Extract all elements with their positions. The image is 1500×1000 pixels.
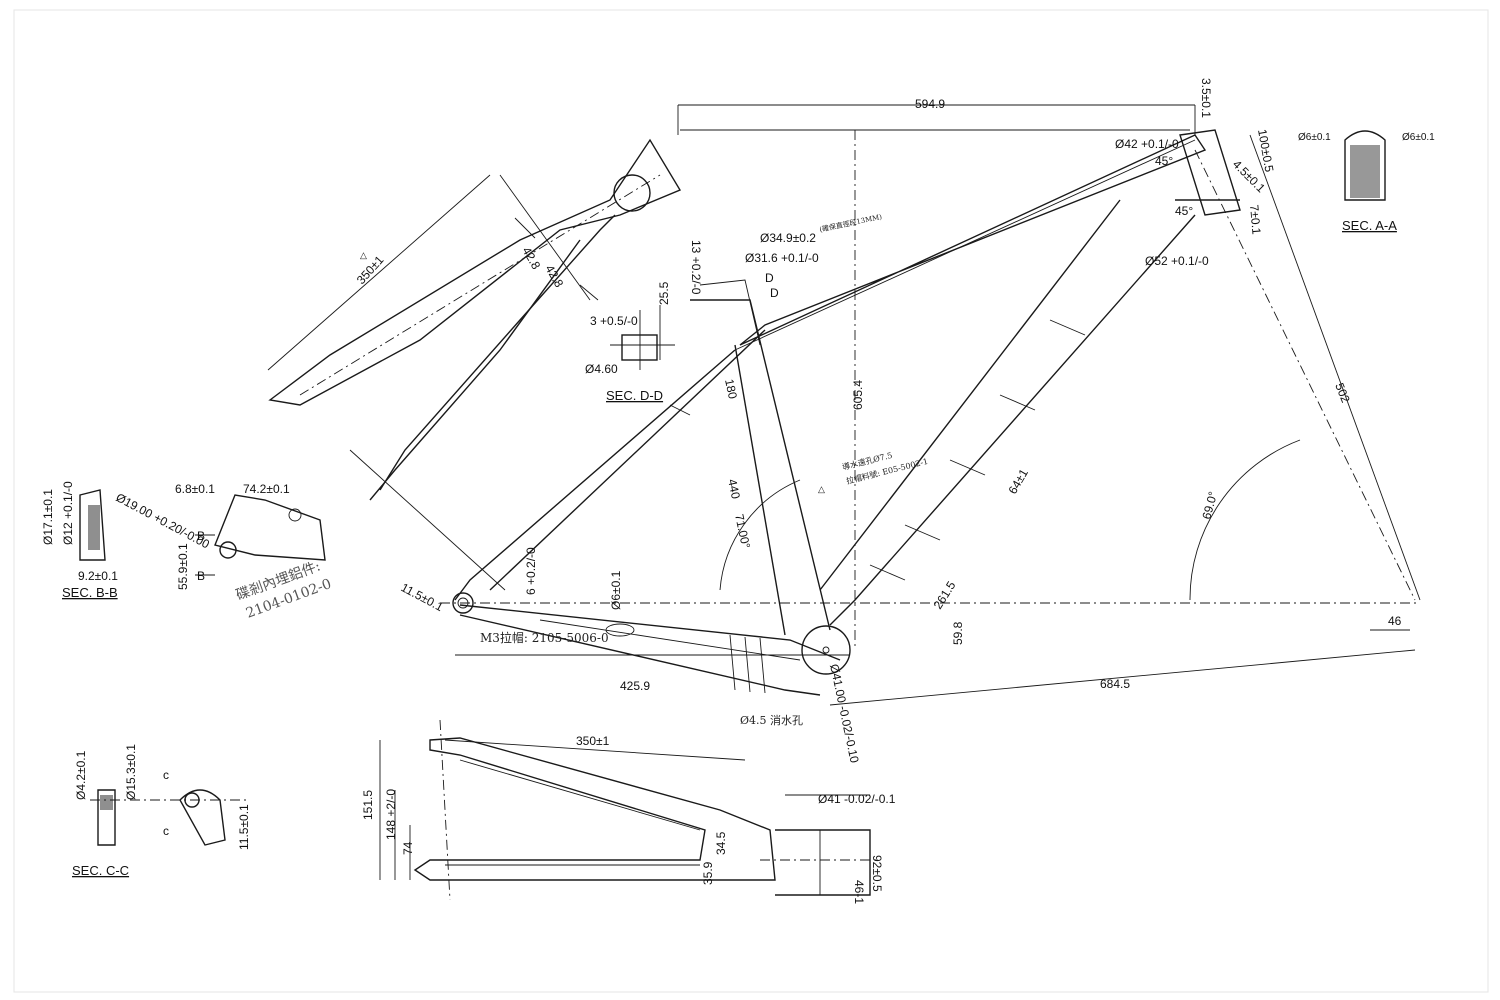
sec-aa-left: Ø6±0.1 [1298,132,1331,143]
dim-drain-hole: Ø4.5 消水孔 [740,713,803,727]
dim-cs-h3: 74 [401,841,415,855]
sec-dd-d2: 25.5 [657,281,671,305]
dim-cs-m3-note: M3拉帽: 2105-5006-0 [480,630,609,645]
main-frame-view [452,129,1241,696]
dim-st-post-id: Ø31.6 +0.1/-0 [745,251,819,265]
dim-dt-tube: 64±1 [1005,466,1031,496]
dim-ht-bottom-bore: Ø52 +0.1/-0 [1145,254,1209,268]
sec-dd-title: SEC. D-D [606,388,663,403]
tri-mark-ss: △ [360,250,367,260]
sec-cc-view [90,789,250,846]
dim-head-angle: 69.0° [1199,490,1220,521]
sec-cc-mark2: c [163,824,169,838]
main-dimension-labels: 594.9 605.4 502 684.5 425.9 440 180 71.0… [399,97,1402,764]
sec-dd-d3: Ø4.60 [585,362,618,376]
dim-cs-bb-w: 46-1 [852,880,866,904]
chain-stay-view [379,719,880,901]
sec-bb-d6: 74.2±0.1 [243,482,290,496]
tri-mark-a: △ [818,484,825,494]
dim-ht-d3: 7±0.1 [1247,204,1264,235]
dim-st-clamp-len: 13 +0.2/-0 [689,240,703,295]
dim-cs-h1: 151.5 [361,790,375,820]
dim-bb-drop: 59.8 [951,621,965,645]
dim-ht-angle-bottom: 45° [1175,204,1193,218]
dim-ht-d1: 3.5±0.1 [1199,78,1213,118]
down-tube-labels: 導水遠孔Ø7.5 拉帽料號: E05-5002-1 64±1 [841,450,1031,497]
sec-bb-mark2: B [197,569,205,583]
sec-dd-view [610,305,675,370]
dim-cs-h2: 148 +2/-0 [384,789,398,840]
dim-ht-angle-top: 45° [1155,154,1173,168]
dim-cs-bb-od: Ø41 -0.02/-0.1 [818,792,896,806]
sec-bb-view [79,489,326,576]
sec-cc-d3: 11.5±0.1 [237,804,251,850]
dim-stack: 605.4 [851,380,865,410]
dim-cs-w1: 35.9 [701,861,715,885]
sec-bb-title: SEC. B-B [62,585,118,600]
sec-dd-d1: 3 +0.5/-0 [590,314,638,328]
dim-cs-pivot-b: Ø6±0.1 [609,570,623,610]
dim-chainstay: 425.9 [620,679,650,693]
dim-top-length: 594.9 [915,97,945,111]
sec-aa-view [1344,130,1386,201]
dim-seat-top: 180 [722,378,740,401]
dim-cs-bb-w2: 92±0.5 [870,855,884,892]
dim-dropout: 11.5±0.1 [399,580,446,614]
section-mark-d1: D [765,271,774,285]
dim-ht-top-bore: Ø42 +0.1/-0 [1115,137,1179,151]
sec-bb-d2: Ø12 +0.1/-0 [61,481,75,545]
sec-bb-d7: 55.9±0.1 [176,543,190,590]
head-tube-labels: Ø42 +0.1/-0 Ø52 +0.1/-0 100±0.5 45° 45° … [1115,78,1276,268]
sec-cc-d2: Ø15.3±0.1 [124,744,138,800]
dim-seat-angle: 71.00° [732,513,753,550]
seat-tube-labels: Ø34.9±0.2 (確保直徑段13MM) Ø31.6 +0.1/-0 13 +… [689,212,883,300]
sec-cc-mark1: c [163,768,169,782]
sec-aa-right: Ø6±0.1 [1402,132,1435,143]
dim-st-clamp-note: (確保直徑段13MM) [819,212,883,234]
dimension-lines [455,104,1421,706]
sheet-border [13,9,1489,993]
sec-cc-title: SEC. C-C [72,863,129,878]
dim-seat-tube: 440 [725,478,743,501]
dim-cs-w2: 34.5 [714,831,728,855]
dim-head-offset: 46 [1388,614,1402,628]
sec-bb-d5: 6.8±0.1 [175,482,215,496]
dim-reach: 502 [1332,381,1353,405]
dim-st-clamp-od: Ø34.9±0.2 [760,231,816,245]
center-lines [440,130,1420,650]
sec-bb-d3: 9.2±0.1 [78,569,118,583]
dim-wheelbase: 684.5 [1100,677,1130,691]
section-mark-d2: D [770,286,779,300]
dim-cs-pivot-a: 6 +0.2/-0 [524,547,538,595]
sec-cc-d1: Ø4.2±0.1 [74,750,88,800]
dim-bb-hole: Ø41.00 -0.02/-0.10 [827,663,862,765]
sec-bb-d1: Ø17.1±0.1 [41,489,55,545]
sec-bb-mark1: B [197,529,205,543]
dim-cs-length: 350±1 [576,734,610,748]
dim-down-tube: 261.5 [931,578,959,611]
sec-aa-title: SEC. A-A [1342,218,1397,233]
dim-ht-length: 100±0.5 [1255,128,1276,173]
seat-stay-view [267,138,682,591]
